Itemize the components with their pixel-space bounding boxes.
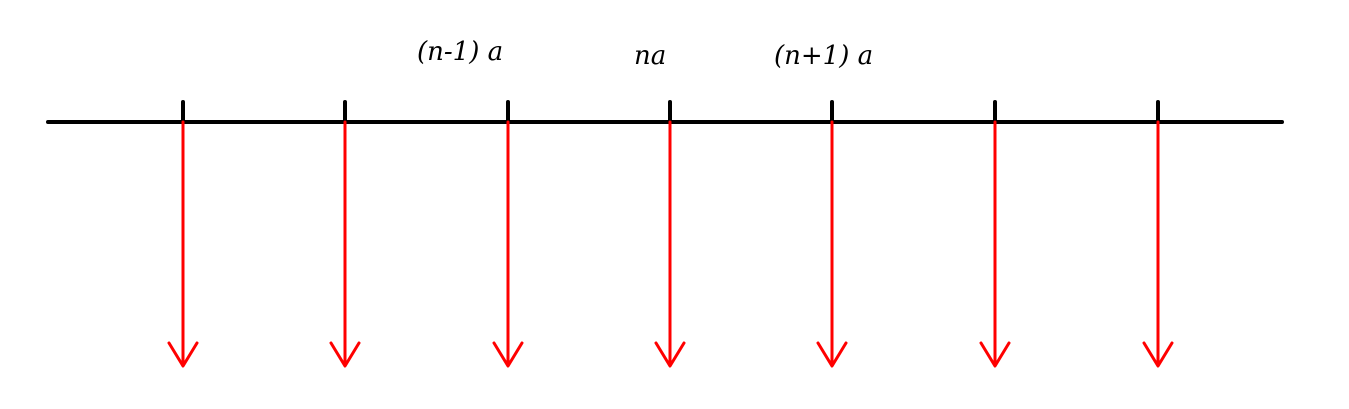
down-arrow xyxy=(816,120,848,368)
label-n: na xyxy=(634,41,666,71)
arrow-head xyxy=(492,341,524,368)
down-arrow xyxy=(492,120,524,368)
down-arrow xyxy=(1142,120,1174,368)
down-arrow xyxy=(654,120,686,368)
arrow-head xyxy=(654,341,686,368)
arrow-head xyxy=(1142,341,1174,368)
arrow-head xyxy=(816,341,848,368)
label-n-minus-1: (n-1) a xyxy=(417,37,503,67)
arrow-group xyxy=(167,120,1174,368)
label-n-plus-1: (n+1) a xyxy=(774,41,873,71)
arrow-head xyxy=(329,341,361,368)
arrow-head xyxy=(167,341,199,368)
tick-group xyxy=(181,100,1160,124)
down-arrow xyxy=(979,120,1011,368)
down-arrow xyxy=(167,120,199,368)
down-arrow xyxy=(329,120,361,368)
arrow-head xyxy=(979,341,1011,368)
